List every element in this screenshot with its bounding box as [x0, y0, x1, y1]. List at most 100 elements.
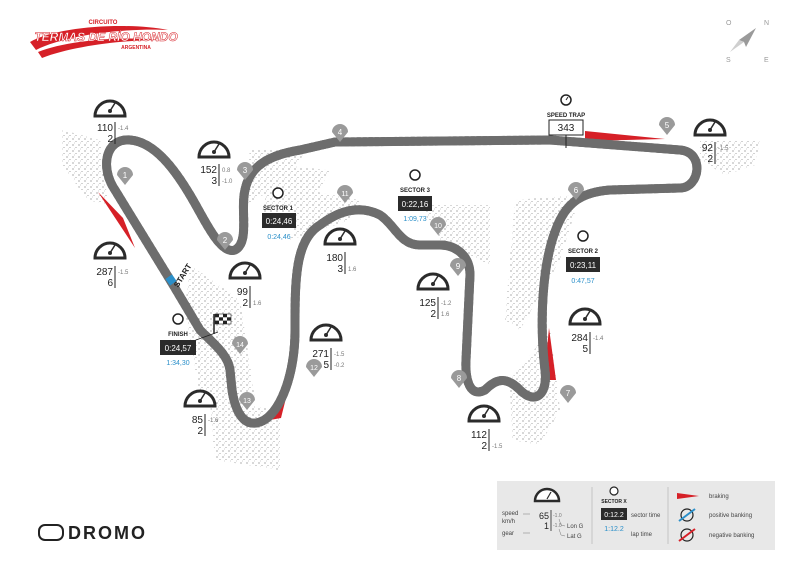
speed-gauge: 287 6 -1.5 [93, 241, 129, 289]
svg-text:SECTOR 3: SECTOR 3 [400, 188, 431, 194]
svg-text:99: 99 [237, 287, 249, 298]
speed-gauge: 284 5 -1.4 [568, 307, 604, 355]
speedometer-icon [693, 118, 727, 137]
legend-graphics: speed km/h gear 65 1 -1.0 -1.0 Lon G Lat… [502, 486, 754, 544]
corner-marker: 14 [232, 336, 248, 354]
speed-gauges: 110 2 -1.4 152 3 0.8 -1.0 287 6 -1.5 [93, 99, 729, 452]
svg-text:112: 112 [471, 430, 487, 441]
corner-marker: 12 [306, 359, 322, 377]
speedometer-icon [467, 404, 501, 423]
svg-text:3: 3 [243, 166, 248, 175]
svg-text:ARGENTINA: ARGENTINA [121, 45, 151, 51]
svg-text:E: E [764, 57, 769, 64]
sector-2: SECTOR 2 0:23,11 0:47,57 [566, 230, 600, 285]
corner-marker: 11 [337, 185, 353, 203]
speedometer-icon [416, 272, 450, 291]
corner-marker: 5 [659, 117, 675, 135]
svg-text:1: 1 [123, 171, 128, 180]
svg-text:3: 3 [211, 176, 217, 187]
svg-text:14: 14 [236, 342, 244, 349]
speedometer-icon [183, 389, 217, 408]
sector-3: SECTOR 3 0:22,16 1:09,73 [398, 169, 432, 223]
svg-text:1.6: 1.6 [253, 301, 262, 307]
sector-timings: SECTOR 1 0:24,46 0:24,46 SECTOR 3 0:22,1… [160, 169, 600, 367]
circuit-logo: CIRCUITO TERMAS DE RÍO HONDO ARGENTINA [28, 14, 179, 64]
svg-text:5: 5 [323, 360, 329, 371]
speedometer-icon [568, 307, 602, 326]
corner-marker: 9 [450, 258, 466, 276]
svg-text:N: N [764, 20, 769, 27]
legend-gear-label: gear [502, 531, 514, 537]
corner-marker: 6 [568, 182, 584, 200]
svg-text:1:09,73: 1:09,73 [403, 216, 426, 223]
corner-marker: 2 [217, 232, 233, 250]
legend-speed-unit: km/h [502, 519, 515, 525]
svg-text:1.6: 1.6 [441, 312, 450, 318]
legend-panel: speed km/h gear 65 1 -1.0 -1.0 Lon G Lat… [497, 481, 775, 550]
svg-text:271: 271 [312, 349, 329, 360]
svg-text:0:23,11: 0:23,11 [570, 261, 597, 270]
svg-text:-1.2: -1.2 [441, 301, 452, 307]
speed-gauge: 92 2 -1.5 [693, 118, 729, 165]
speed-gauge: 125 2 -1.2 1.6 [416, 272, 452, 320]
corner-marker: 7 [560, 385, 576, 403]
svg-text:12: 12 [310, 365, 318, 372]
speedometer-icon [228, 261, 262, 280]
brand-label: DROMO [68, 523, 147, 543]
svg-text:110: 110 [97, 123, 113, 134]
braking-wedge-icon [677, 493, 699, 499]
speed-gauge: 110 2 -1.4 [93, 99, 129, 145]
svg-text:1:12.2: 1:12.2 [604, 526, 624, 533]
speed-gauge: 180 3 1.6 [323, 227, 357, 275]
svg-text:-1.4: -1.4 [593, 336, 604, 342]
svg-text:2: 2 [481, 441, 487, 452]
svg-text:2: 2 [223, 236, 228, 245]
corner-marker: 13 [239, 392, 255, 410]
svg-text:sector time: sector time [631, 513, 661, 519]
svg-text:85: 85 [192, 415, 204, 426]
svg-text:125: 125 [419, 298, 436, 309]
svg-text:9: 9 [456, 262, 461, 271]
svg-text:7: 7 [566, 389, 571, 398]
legend-sector-label: SECTOR X [601, 499, 627, 505]
svg-text:negative banking: negative banking [709, 533, 754, 539]
speedometer-icon [197, 140, 231, 159]
svg-text:-1.5: -1.5 [118, 270, 129, 276]
runoff-areas [62, 130, 760, 470]
stopwatch-icon [409, 169, 421, 181]
svg-text:-1.6: -1.6 [208, 418, 219, 424]
svg-text:6: 6 [574, 186, 579, 195]
corner-marker: 4 [332, 124, 348, 142]
svg-text:-0.2: -0.2 [334, 363, 345, 369]
svg-text:SPEED TRAP: SPEED TRAP [547, 113, 585, 119]
svg-text:S: S [726, 57, 731, 64]
speed-gauge: 99 2 1.6 [228, 261, 262, 309]
finish-timing: FINISH 0:24,57 1:34,30 [160, 313, 219, 367]
speedometer-icon [323, 227, 357, 246]
compass-needle-icon [739, 28, 756, 47]
svg-text:0:24,46: 0:24,46 [266, 217, 293, 226]
speedometer-icon [93, 241, 127, 260]
svg-text:6: 6 [107, 278, 113, 289]
svg-text:65: 65 [539, 511, 549, 521]
svg-text:287: 287 [96, 267, 113, 278]
svg-text:FINISH: FINISH [168, 332, 188, 338]
svg-text:1: 1 [544, 521, 549, 531]
stopwatch-icon [577, 230, 589, 242]
svg-text:180: 180 [326, 253, 343, 264]
svg-text:braking: braking [709, 494, 729, 500]
corner-marker: 1 [117, 167, 133, 185]
svg-text:11: 11 [341, 191, 348, 198]
logo-swoosh-icon: CIRCUITO TERMAS DE RÍO HONDO ARGENTINA [30, 20, 179, 58]
svg-text:2: 2 [107, 134, 113, 145]
svg-text:152: 152 [200, 165, 217, 176]
svg-text:2: 2 [197, 426, 203, 437]
svg-text:5: 5 [665, 121, 670, 130]
svg-text:-1.0: -1.0 [553, 513, 562, 519]
speed-gauge: 112 2 -1.5 [467, 404, 503, 452]
svg-text:284: 284 [571, 333, 588, 344]
svg-text:0:24,57: 0:24,57 [165, 344, 192, 353]
svg-text:1.6: 1.6 [348, 267, 357, 273]
corner-marker: 3 [237, 162, 253, 180]
